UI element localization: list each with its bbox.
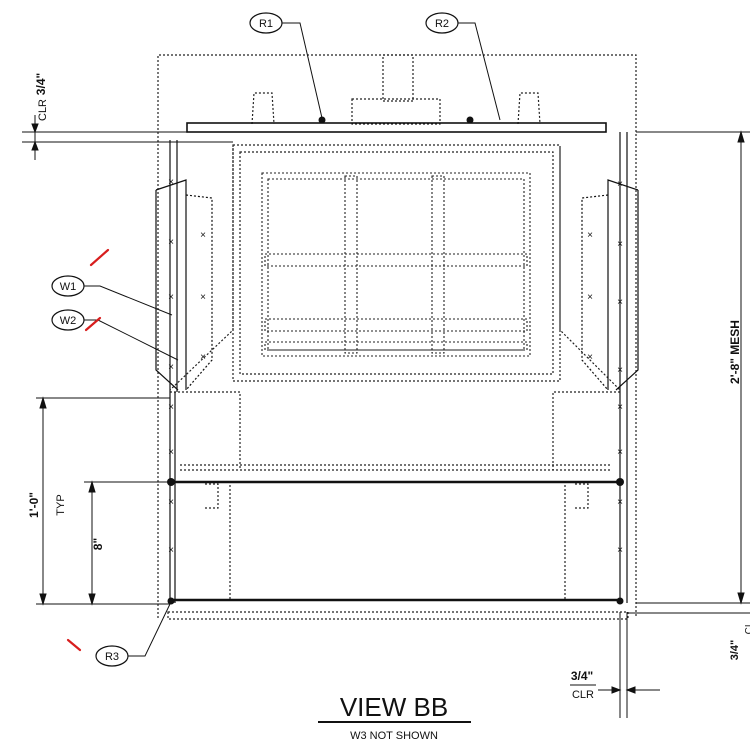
inner-height-dimension <box>84 480 170 606</box>
svg-text:×: × <box>200 352 206 363</box>
svg-text:×: × <box>168 362 174 373</box>
top-clearance-unit: CLR <box>37 99 49 121</box>
callout-w1: W1 <box>51 275 173 316</box>
callout-r2-label: R2 <box>435 18 449 30</box>
bottom-bar-left-node <box>167 597 175 605</box>
svg-text:×: × <box>617 365 623 376</box>
svg-text:×: × <box>168 237 174 248</box>
view-title: VIEW BB <box>340 692 448 722</box>
svg-text:×: × <box>587 230 593 241</box>
middle-bar-left-node <box>167 478 175 486</box>
panel-grid <box>261 172 531 357</box>
red-check-mark-r3 <box>66 638 82 652</box>
svg-text:×: × <box>617 239 623 250</box>
svg-text:×: × <box>617 402 623 413</box>
mesh-height-dimension <box>628 130 750 614</box>
right-wing-x-marks: × × × × × × × × × × × <box>587 179 623 556</box>
callout-r3: R3 <box>95 603 171 667</box>
svg-text:×: × <box>617 447 623 458</box>
bottom-clearance-num: 3/4" <box>571 669 593 683</box>
svg-text:×: × <box>168 402 174 413</box>
red-check-mark-w1 <box>89 248 110 267</box>
right-clearance-unit: CL <box>744 621 750 634</box>
bottom-clearance-unit: CLR <box>572 689 594 701</box>
view-note: W3 NOT SHOWN <box>350 730 438 740</box>
svg-text:×: × <box>617 179 623 190</box>
top-mount <box>169 54 621 600</box>
bottom-bar-right-node <box>616 597 624 605</box>
svg-text:×: × <box>168 545 174 556</box>
right-clearance-num: 3/4" <box>729 640 741 661</box>
svg-text:×: × <box>168 177 174 188</box>
red-check-mark-w2 <box>84 316 102 332</box>
svg-text:×: × <box>200 292 206 303</box>
typ-height-value: 1'-0" <box>27 492 41 518</box>
svg-text:×: × <box>168 447 174 458</box>
callout-w2-label: W2 <box>60 315 77 327</box>
r2-weld-point <box>466 116 474 124</box>
callout-r2: R2 <box>425 12 501 121</box>
typ-height-note: TYP <box>55 494 67 515</box>
top-bar <box>186 122 607 133</box>
svg-text:×: × <box>587 352 593 363</box>
right-wing <box>581 132 639 603</box>
top-clearance-num: 3/4" <box>34 73 48 95</box>
inner-height-label: 8" <box>91 538 105 550</box>
svg-text:×: × <box>617 297 623 308</box>
left-wing <box>155 140 213 603</box>
svg-text:×: × <box>587 292 593 303</box>
typ-height-dimension <box>36 396 170 606</box>
callout-r1-label: R1 <box>259 18 273 30</box>
bottom-clearance-dimension <box>598 612 660 718</box>
middle-bar-right-node <box>616 478 624 486</box>
r1-weld-point <box>318 116 326 124</box>
left-wing-x-marks: × × × × × × × × × × × <box>168 177 206 556</box>
svg-text:×: × <box>168 292 174 303</box>
red-check-marks <box>66 248 110 652</box>
callout-r1: R1 <box>249 12 323 119</box>
callout-w2: W2 <box>51 309 179 361</box>
callout-r3-label: R3 <box>105 651 119 663</box>
top-clearance-dimension <box>22 115 233 160</box>
mesh-height-label: 2'-8" MESH <box>728 320 742 384</box>
svg-text:×: × <box>168 497 174 508</box>
svg-text:×: × <box>617 497 623 508</box>
callout-w1-label: W1 <box>60 281 77 293</box>
svg-text:×: × <box>617 545 623 556</box>
svg-text:×: × <box>200 230 206 241</box>
